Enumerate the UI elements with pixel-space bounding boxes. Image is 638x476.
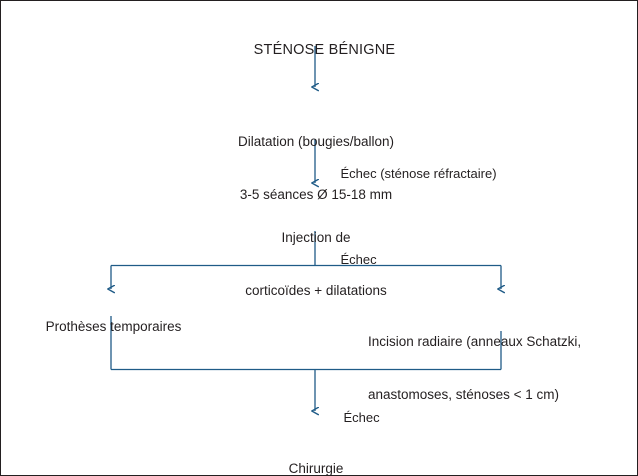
node-injection-line1: Injection de [281,229,351,245]
edge-label-echec-2: Échec [343,410,380,425]
node-incision-radiaire: Incision radiaire (anneaux Schatzki, ana… [368,297,581,440]
edge-label-echec-1: Échec [340,252,377,267]
node-protheses-label: Prothèses temporaires [45,318,182,334]
node-injection-line2: corticoïdes + dilatations [245,283,387,299]
node-dilatation-line2: 3-5 séances Ø 15-18 mm [239,187,393,203]
node-stenose-benigne: STÉNOSE BÉNIGNE [237,22,396,79]
node-injection-corticoides: Injection de corticoïdes + dilatations [245,193,386,336]
node-incision-line1: Incision radiaire (anneaux Schatzki, [368,333,582,349]
node-chirurgie-line1: Chirurgie [288,460,344,476]
node-chirurgie: Chirurgie (auto bouginage) [265,424,367,476]
node-dilatation-line1: Dilatation (bougies/ballon) [237,133,395,149]
node-protheses-temporaires: Prothèses temporaires [31,300,182,353]
node-stenose-benigne-label: STÉNOSE BÉNIGNE [253,42,396,59]
edge-label-echec-refractaire: Échec (sténose réfractaire) [340,166,497,181]
node-incision-line2: anastomoses, sténoses < 1 cm) [368,387,559,403]
node-dilatation: Dilatation (bougies/ballon) 3-5 séances … [238,97,394,240]
